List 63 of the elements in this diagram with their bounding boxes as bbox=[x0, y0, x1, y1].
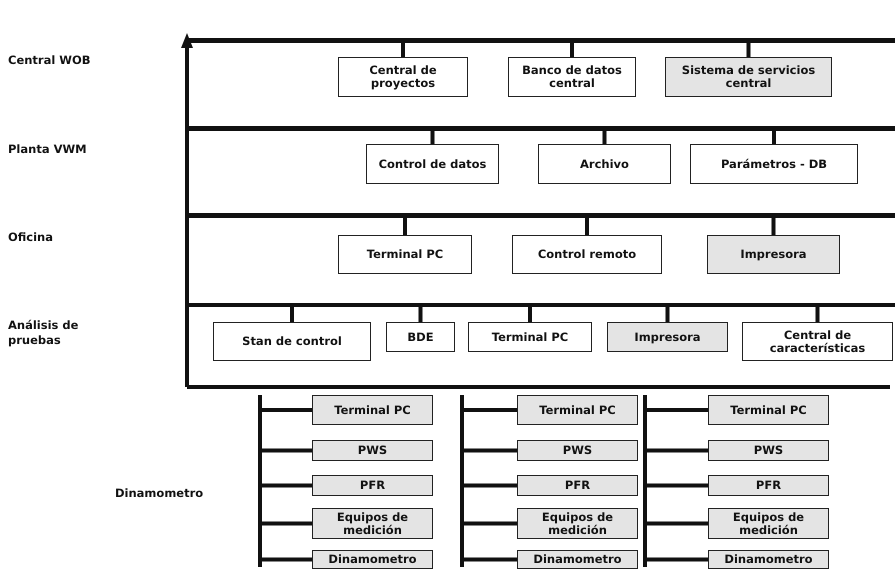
connector-line bbox=[464, 484, 517, 488]
connector-line bbox=[647, 558, 708, 562]
level-label: Oficina bbox=[8, 230, 54, 245]
component-box: PWS bbox=[517, 440, 638, 461]
component-box: Dinamometro bbox=[312, 550, 433, 569]
connector-line bbox=[772, 218, 776, 235]
component-box: Banco de datos central bbox=[508, 57, 636, 97]
component-box: Control de datos bbox=[366, 144, 499, 184]
component-box: Equipos de medición bbox=[312, 508, 433, 539]
component-box: Sistema de servicios central bbox=[665, 57, 832, 97]
component-box: Archivo bbox=[538, 144, 671, 184]
connector-line bbox=[570, 43, 574, 57]
connector-line bbox=[262, 408, 312, 412]
connector-line bbox=[464, 448, 517, 452]
level-label: Análisis de pruebas bbox=[8, 318, 80, 348]
component-box: PWS bbox=[708, 440, 829, 461]
connector-line bbox=[666, 307, 670, 322]
component-box: PFR bbox=[517, 475, 638, 496]
level-label: Planta VWM bbox=[8, 142, 88, 157]
connector-line bbox=[262, 558, 312, 562]
connector-line bbox=[772, 131, 776, 144]
component-box: Terminal PC bbox=[708, 395, 829, 425]
component-box: Impresora bbox=[607, 322, 728, 352]
component-box: Impresora bbox=[707, 235, 840, 274]
connector-line bbox=[585, 218, 589, 235]
connector-line bbox=[602, 131, 606, 144]
connector-line bbox=[746, 43, 750, 57]
component-box: Terminal PC bbox=[468, 322, 592, 352]
component-box: Central de proyectos bbox=[338, 57, 468, 97]
component-box: PFR bbox=[708, 475, 829, 496]
level-label: Dinamometro bbox=[115, 486, 204, 501]
component-box: PFR bbox=[312, 475, 433, 496]
connector-line bbox=[647, 484, 708, 488]
component-box: PWS bbox=[312, 440, 433, 461]
component-box: Dinamometro bbox=[708, 550, 829, 569]
connector-line bbox=[816, 307, 820, 322]
connector-line bbox=[262, 448, 312, 452]
connector-line bbox=[528, 307, 532, 322]
connector-line bbox=[403, 218, 407, 235]
component-box: Equipos de medición bbox=[517, 508, 638, 539]
component-box: Parámetros - DB bbox=[690, 144, 858, 184]
component-box: Terminal PC bbox=[338, 235, 472, 274]
component-box: Central de características bbox=[742, 322, 893, 361]
component-box: BDE bbox=[386, 322, 455, 352]
connector-line bbox=[464, 522, 517, 526]
connector-line bbox=[464, 408, 517, 412]
component-box: Equipos de medición bbox=[708, 508, 829, 539]
connector-line bbox=[418, 307, 422, 322]
connector-line bbox=[290, 307, 294, 322]
connector-line bbox=[262, 484, 312, 488]
component-box: Stan de control bbox=[213, 322, 371, 361]
component-box: Terminal PC bbox=[517, 395, 638, 425]
component-box: Control remoto bbox=[512, 235, 662, 274]
connector-line bbox=[647, 522, 708, 526]
component-box: Terminal PC bbox=[312, 395, 433, 425]
connector-line bbox=[464, 558, 517, 562]
connector-line bbox=[647, 408, 708, 412]
connector-line bbox=[262, 522, 312, 526]
component-box: Dinamometro bbox=[517, 550, 638, 569]
level-label: Central WOB bbox=[8, 53, 92, 68]
connector-line bbox=[401, 43, 405, 57]
connector-line bbox=[430, 131, 434, 144]
connector-line bbox=[647, 448, 708, 452]
